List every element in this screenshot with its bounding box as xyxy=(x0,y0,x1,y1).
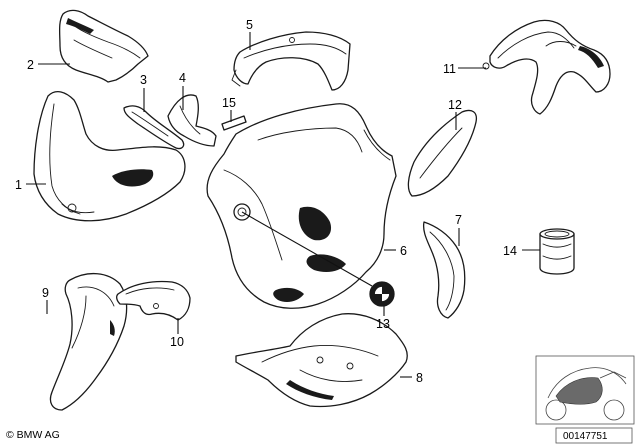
callout-11: 11 xyxy=(443,62,456,76)
part-5-bracket[interactable] xyxy=(231,31,351,91)
callout-6: 6 xyxy=(400,244,407,258)
callout-15: 15 xyxy=(222,96,236,110)
part-2-cowl[interactable] xyxy=(58,9,149,83)
callout-10: 10 xyxy=(170,335,184,349)
leader-lines xyxy=(26,32,540,378)
part-14-cylinder[interactable] xyxy=(539,228,575,275)
part-11-tail[interactable] xyxy=(482,19,611,115)
part-7-side-trim[interactable] xyxy=(422,221,466,319)
callout-4: 4 xyxy=(179,71,186,85)
part-13-bmw-emblem[interactable] xyxy=(369,281,395,307)
motorcycle-thumbnail xyxy=(535,355,635,425)
callout-1: 1 xyxy=(15,178,22,192)
callout-2: 2 xyxy=(27,58,34,72)
callout-14: 14 xyxy=(503,244,517,258)
callout-12: 12 xyxy=(448,98,462,112)
copyright: © BMW AG xyxy=(6,429,60,441)
copyright-text: BMW AG xyxy=(14,429,60,441)
part-4-trim[interactable] xyxy=(167,94,217,147)
part-12-side-panel[interactable] xyxy=(407,109,478,197)
part-9-mudguard[interactable] xyxy=(49,273,128,411)
callout-labels: 1 2 3 4 5 6 7 8 9 10 11 12 13 14 15 xyxy=(15,18,517,385)
callout-5: 5 xyxy=(246,18,253,32)
part-1-front-fairing[interactable] xyxy=(33,90,186,222)
part-6-side-fairing[interactable] xyxy=(206,103,397,309)
copyright-symbol: © xyxy=(6,429,14,441)
callout-13: 13 xyxy=(376,317,390,331)
callout-9: 9 xyxy=(42,286,49,300)
svg-text:© BMW AG: © BMW AG xyxy=(6,429,60,441)
callout-3: 3 xyxy=(140,73,147,87)
part-15-sticker[interactable] xyxy=(221,115,247,131)
callout-8: 8 xyxy=(416,371,423,385)
doc-number-box: 00147751 xyxy=(555,427,633,444)
callout-7: 7 xyxy=(455,213,462,227)
doc-number: 00147751 xyxy=(563,431,608,442)
part-8-belly-pan[interactable] xyxy=(235,313,408,408)
part-10-hugger[interactable] xyxy=(116,280,191,321)
